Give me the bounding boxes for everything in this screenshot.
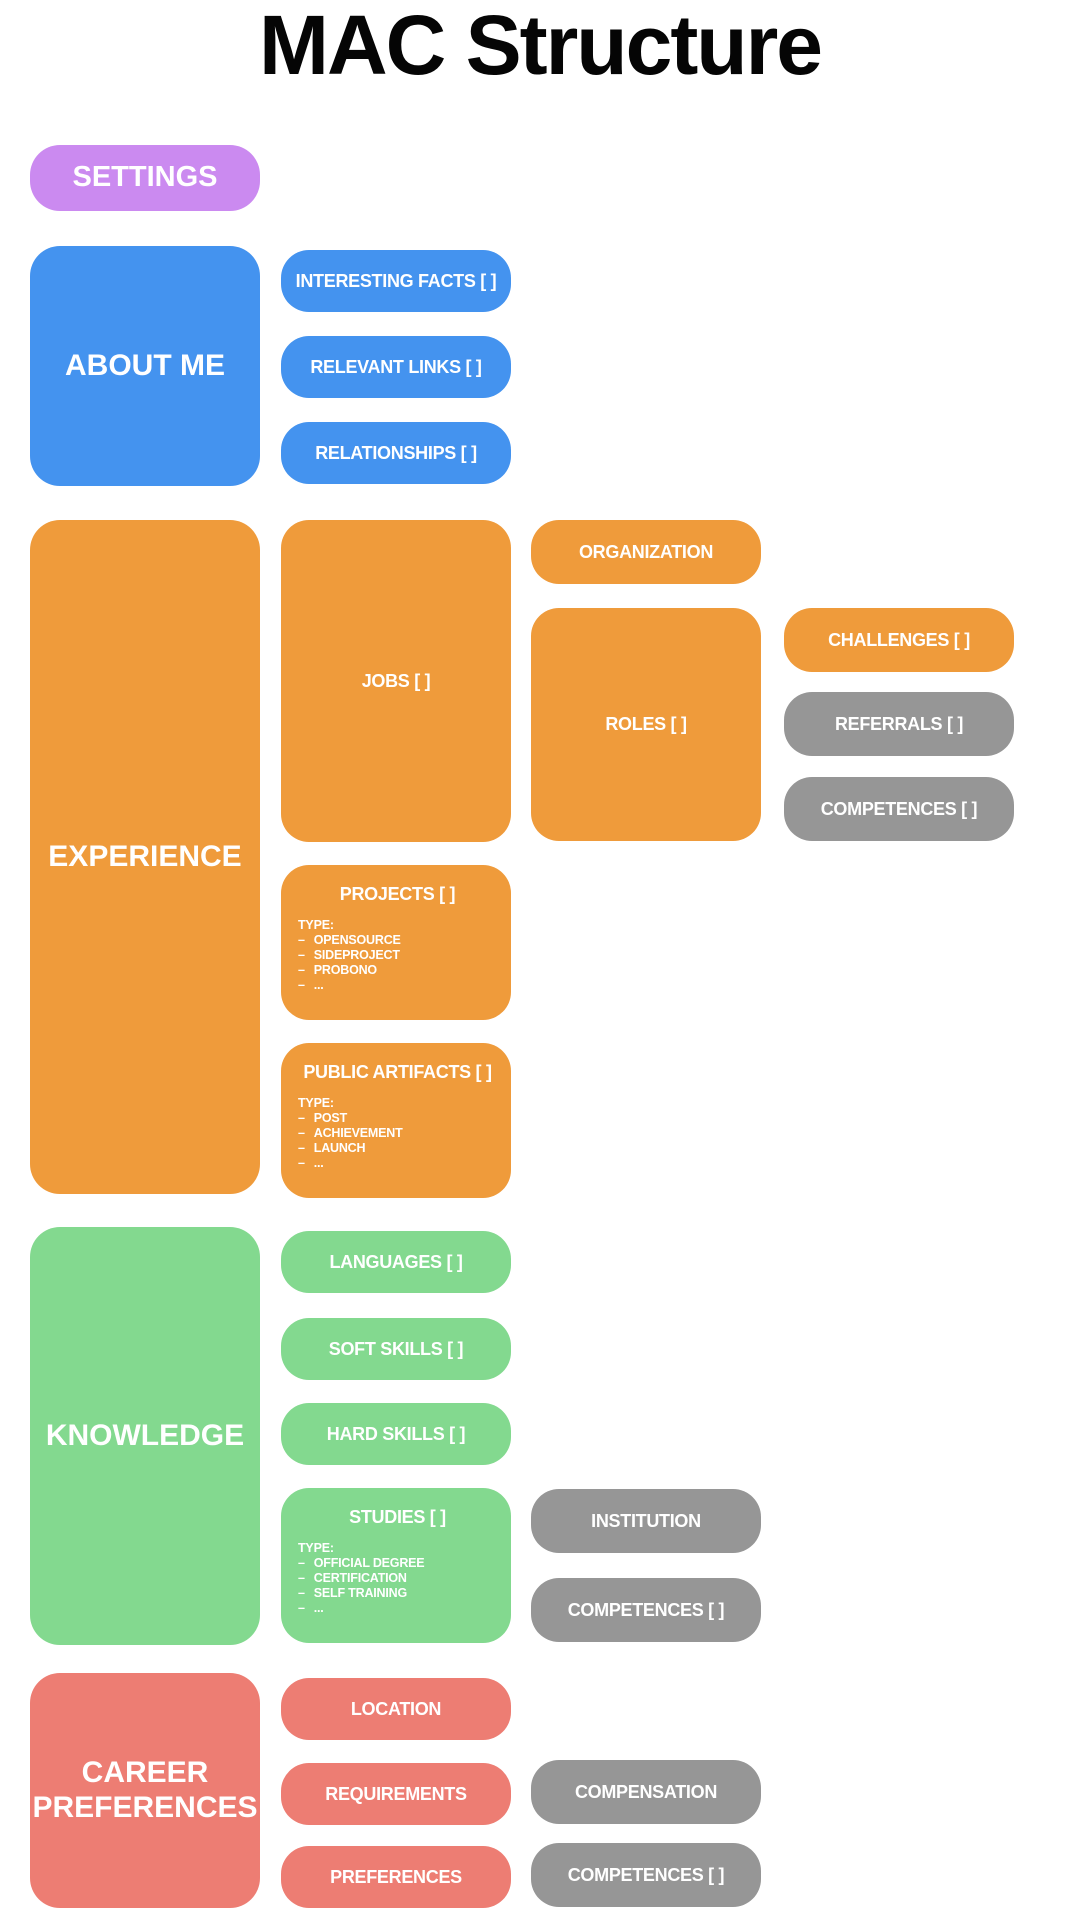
about-me-block: ABOUT ME bbox=[30, 246, 260, 486]
settings-block: SETTINGS bbox=[30, 145, 260, 211]
hard-skills-block: HARD SKILLS [ ] bbox=[281, 1403, 511, 1465]
languages-block: LANGUAGES [ ] bbox=[281, 1231, 511, 1293]
studies-label: STUDIES [ ] bbox=[349, 1507, 446, 1527]
referrals-block: REFERRALS [ ] bbox=[784, 692, 1014, 756]
type-item: POST bbox=[298, 1111, 497, 1126]
roles-block: ROLES [ ] bbox=[531, 608, 761, 841]
relationships-block: RELATIONSHIPS [ ] bbox=[281, 422, 511, 484]
organization-block: ORGANIZATION bbox=[531, 520, 761, 584]
public-artifacts-type-list: TYPE: POST ACHIEVEMENT LAUNCH ... bbox=[298, 1096, 497, 1171]
soft-skills-block: SOFT SKILLS [ ] bbox=[281, 1318, 511, 1380]
type-item: PROBONO bbox=[298, 963, 497, 978]
type-item: ... bbox=[298, 1601, 497, 1616]
projects-block: PROJECTS [ ] TYPE: OPENSOURCE SIDEPROJEC… bbox=[281, 865, 511, 1020]
type-heading: TYPE: bbox=[298, 1096, 334, 1110]
institution-block: INSTITUTION bbox=[531, 1489, 761, 1553]
type-item: ACHIEVEMENT bbox=[298, 1126, 497, 1141]
projects-label: PROJECTS [ ] bbox=[339, 884, 456, 904]
interesting-facts-block: INTERESTING FACTS [ ] bbox=[281, 250, 511, 312]
compensation-block: COMPENSATION bbox=[531, 1760, 761, 1824]
type-heading: TYPE: bbox=[298, 918, 334, 932]
public-artifacts-label: PUBLIC ARTIFACTS [ ] bbox=[303, 1062, 492, 1082]
type-item: OPENSOURCE bbox=[298, 933, 497, 948]
type-item: ... bbox=[298, 978, 497, 993]
studies-block: STUDIES [ ] TYPE: OFFICIAL DEGREE CERTIF… bbox=[281, 1488, 511, 1643]
career-competences-block: COMPETENCES [ ] bbox=[531, 1843, 761, 1907]
career-preferences-block: CAREER PREFERENCES bbox=[30, 1673, 260, 1908]
type-item: LAUNCH bbox=[298, 1141, 497, 1156]
page-title: MAC Structure bbox=[258, 0, 823, 92]
type-item: OFFICIAL DEGREE bbox=[298, 1556, 497, 1571]
type-item: SIDEPROJECT bbox=[298, 948, 497, 963]
experience-competences-block: COMPETENCES [ ] bbox=[784, 777, 1014, 841]
knowledge-competences-block: COMPETENCES [ ] bbox=[531, 1578, 761, 1642]
knowledge-block: KNOWLEDGE bbox=[30, 1227, 260, 1645]
location-block: LOCATION bbox=[281, 1678, 511, 1740]
relevant-links-block: RELEVANT LINKS [ ] bbox=[281, 336, 511, 398]
challenges-block: CHALLENGES [ ] bbox=[784, 608, 1014, 672]
type-heading: TYPE: bbox=[298, 1541, 334, 1555]
type-item: SELF TRAINING bbox=[298, 1586, 497, 1601]
public-artifacts-block: PUBLIC ARTIFACTS [ ] TYPE: POST ACHIEVEM… bbox=[281, 1043, 511, 1198]
experience-block: EXPERIENCE bbox=[30, 520, 260, 1194]
preferences-block: PREFERENCES bbox=[281, 1846, 511, 1908]
studies-type-list: TYPE: OFFICIAL DEGREE CERTIFICATION SELF… bbox=[298, 1541, 497, 1616]
type-item: CERTIFICATION bbox=[298, 1571, 497, 1586]
projects-type-list: TYPE: OPENSOURCE SIDEPROJECT PROBONO ... bbox=[298, 918, 497, 993]
jobs-block: JOBS [ ] bbox=[281, 520, 511, 842]
requirements-block: REQUIREMENTS bbox=[281, 1763, 511, 1825]
type-item: ... bbox=[298, 1156, 497, 1171]
